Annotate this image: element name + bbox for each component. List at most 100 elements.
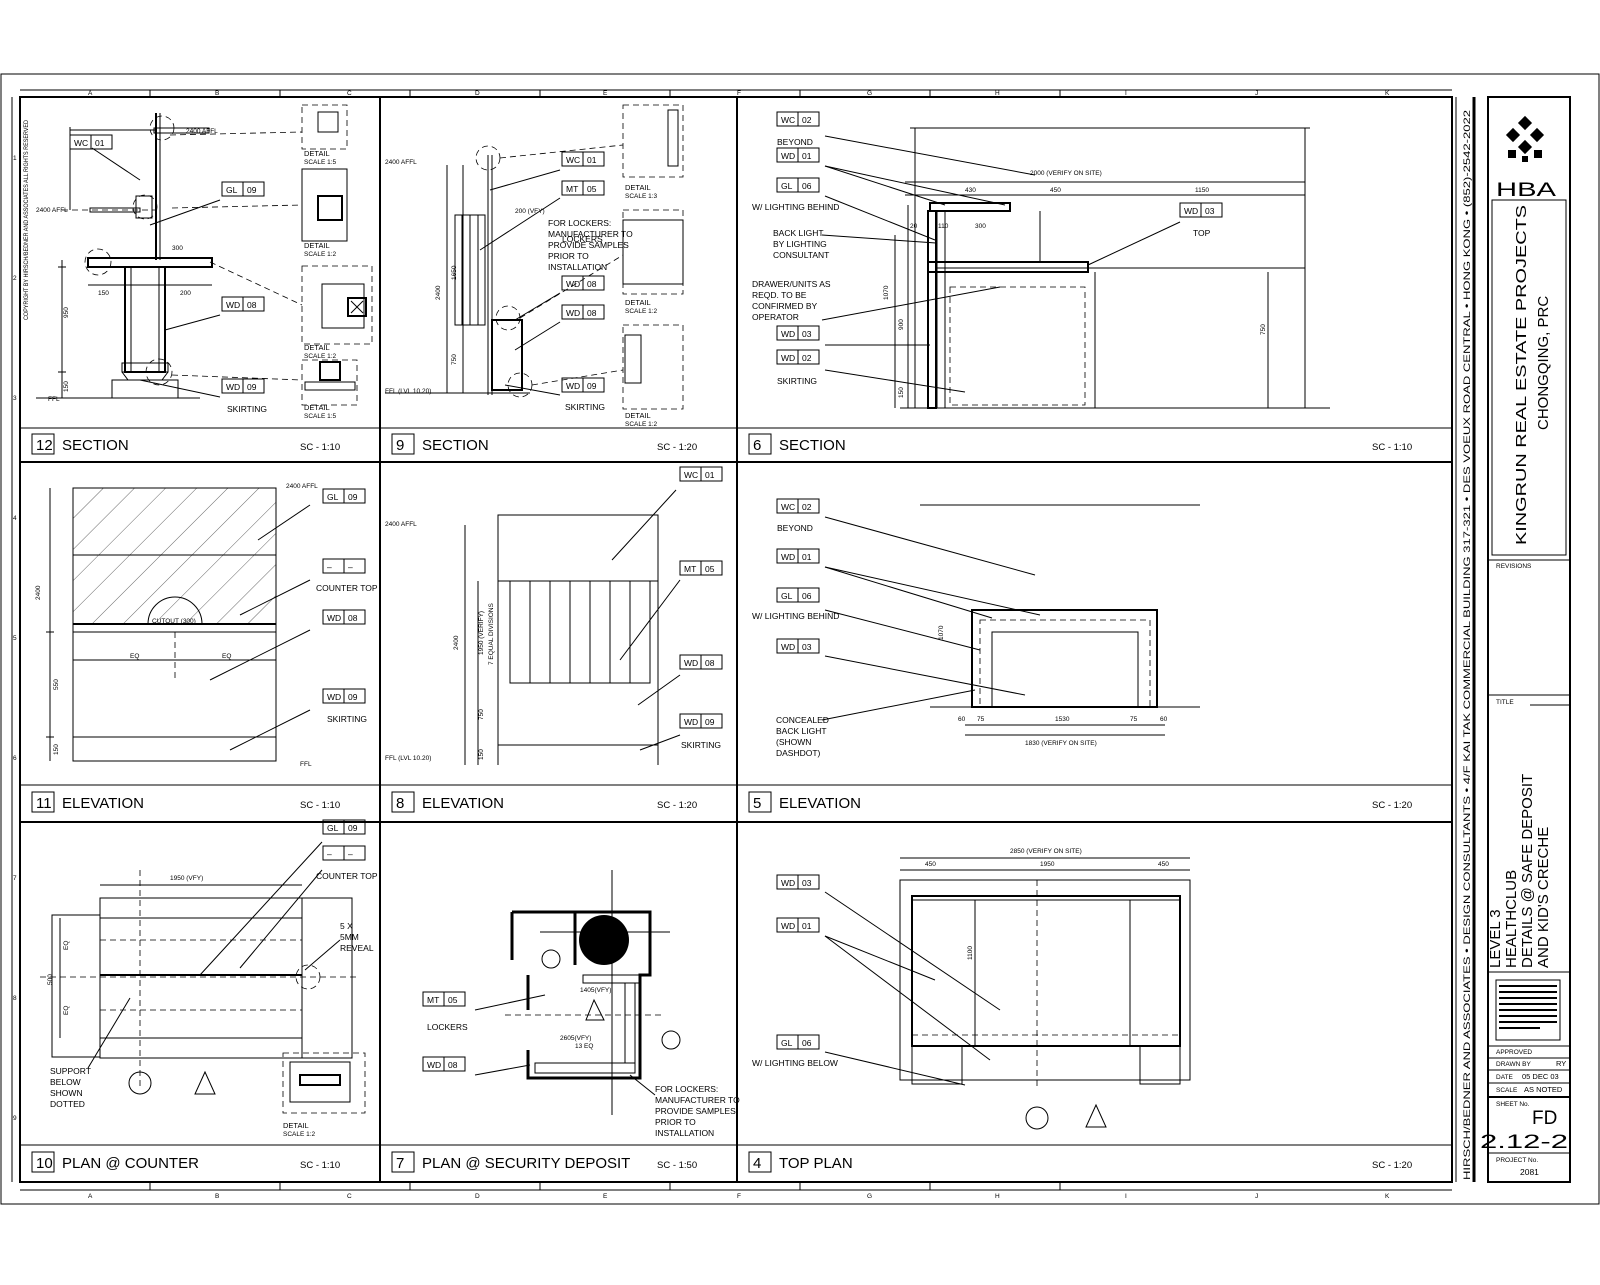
note-concealed-line: CONCEALED bbox=[776, 715, 829, 725]
note-lighting-behind: W/ LIGHTING BEHIND bbox=[752, 611, 839, 621]
svg-text:150: 150 bbox=[898, 387, 905, 398]
tag-number: – bbox=[348, 849, 353, 859]
note-support-line: SHOWN bbox=[50, 1088, 83, 1098]
elevation-5-drawing: 1830 (VERIFY ON SITE) 1530 60 60 75 75 1… bbox=[821, 504, 1200, 747]
note-for-lockers-9-line: FOR LOCKERS: bbox=[548, 218, 611, 228]
panel-scale: SC - 1:10 bbox=[300, 1160, 340, 1171]
svg-text:1100: 1100 bbox=[967, 946, 974, 960]
svg-text:2400 AFFL: 2400 AFFL bbox=[186, 128, 218, 135]
tag-number: 09 bbox=[587, 381, 597, 391]
tag-gl06: GL 06 bbox=[776, 1034, 820, 1050]
detail-label: DETAIL bbox=[625, 298, 651, 307]
dim-label: 150 bbox=[98, 290, 109, 297]
section-6-drawing: 2000 (VERIFY ON SITE) 430 450 1150 300 1… bbox=[821, 127, 1330, 409]
tag-code: GL bbox=[781, 591, 793, 601]
note-concealed-line: (SHOWN bbox=[776, 737, 811, 747]
detail-label: DETAIL bbox=[304, 241, 330, 250]
svg-text:450: 450 bbox=[1158, 861, 1169, 868]
sheet-number: 2.12-2 bbox=[1480, 1132, 1568, 1153]
tag-dash: –– bbox=[322, 845, 366, 861]
tag-code: WC bbox=[566, 155, 580, 165]
detail-label: DETAIL bbox=[304, 149, 330, 158]
panel-title: SECTION bbox=[422, 437, 489, 454]
section-9-drawing: 2400 AFFL FFL (LVL 10.20) 200 (VFY) bbox=[385, 104, 684, 410]
svg-text:2605(VFY): 2605(VFY) bbox=[560, 1035, 591, 1042]
tag-number: 06 bbox=[802, 1038, 812, 1048]
dim-label: 150 bbox=[63, 381, 70, 392]
approved-label: APPROVED bbox=[1496, 1049, 1532, 1056]
grid-ref-K: K bbox=[1385, 90, 1390, 97]
panel-number: 11 bbox=[36, 795, 52, 812]
tag-code: WC bbox=[781, 502, 795, 512]
svg-text:EQ: EQ bbox=[63, 1006, 70, 1015]
detail-scale: SCALE 1:3 bbox=[625, 193, 658, 200]
sheet-title-line: AND KID'S CRECHE bbox=[1535, 827, 1552, 968]
tag-code: WD bbox=[1184, 206, 1198, 216]
drawn-by-label: DRAWN BY bbox=[1496, 1061, 1531, 1068]
project-name: KINGRUN REAL ESTATE PROJECTS bbox=[1513, 205, 1530, 545]
detail-label: DETAIL bbox=[283, 1121, 309, 1130]
note-back-light-line: BY LIGHTING bbox=[773, 239, 827, 249]
panel-number: 6 bbox=[753, 437, 761, 454]
panel-number: 9 bbox=[396, 437, 404, 454]
date-label: DATE bbox=[1496, 1074, 1514, 1081]
panel-number: 5 bbox=[753, 795, 761, 812]
tag-code: GL bbox=[781, 1038, 793, 1048]
grid-ref-row-2: 2 bbox=[13, 275, 17, 282]
panel-title: SECTION bbox=[62, 437, 129, 454]
dim-label: 750 bbox=[451, 354, 458, 365]
tag-number: 08 bbox=[587, 279, 597, 289]
note-lockers: LOCKERS bbox=[427, 1022, 468, 1032]
grid-ref-row-6: 6 bbox=[13, 755, 17, 762]
note-support-line: SUPPORT bbox=[50, 1066, 91, 1076]
tag-number: 02 bbox=[802, 502, 812, 512]
tag-number: 08 bbox=[448, 1060, 458, 1070]
svg-text:CUTOUT (300): CUTOUT (300) bbox=[152, 618, 196, 625]
detail-scale: SCALE 1:2 bbox=[304, 251, 337, 258]
grid-ref-row-8: 8 bbox=[13, 995, 17, 1002]
note-drawer-line: OPERATOR bbox=[752, 312, 799, 322]
panel-title: PLAN @ SECURITY DEPOSIT bbox=[422, 1155, 630, 1172]
svg-text:13 EQ: 13 EQ bbox=[575, 1043, 593, 1050]
panel-number: 4 bbox=[753, 1155, 761, 1172]
svg-text:EQ: EQ bbox=[63, 941, 70, 950]
note-lighting-behind: W/ LIGHTING BEHIND bbox=[752, 202, 839, 212]
grid-ref-C: C bbox=[347, 1193, 352, 1200]
tag-code: MT bbox=[566, 184, 578, 194]
dim-label: 300 bbox=[172, 245, 183, 252]
grid-ref-A: A bbox=[88, 1193, 93, 1200]
grid-ref-row-5: 5 bbox=[13, 635, 17, 642]
tag-number: 02 bbox=[802, 115, 812, 125]
panel-title: ELEVATION bbox=[422, 795, 504, 812]
firm-monogram: HBA bbox=[1496, 180, 1556, 201]
scale-value: AS NOTED bbox=[1524, 1085, 1563, 1094]
svg-text:900: 900 bbox=[898, 319, 905, 330]
panel-title: PLAN @ COUNTER bbox=[62, 1155, 199, 1172]
panel-title: SECTION bbox=[779, 437, 846, 454]
note-drawer-line: DRAWER/UNITS AS bbox=[752, 279, 831, 289]
tag-code: WD bbox=[566, 279, 580, 289]
panel-scale: SC - 1:20 bbox=[1372, 1160, 1412, 1171]
panel-scale: SC - 1:10 bbox=[1372, 442, 1412, 453]
hba-logo-mark bbox=[1505, 115, 1545, 162]
tag-number: 01 bbox=[802, 552, 812, 562]
note-reveal-line: 5 X bbox=[340, 921, 353, 931]
sheet-no-label: SHEET No. bbox=[1496, 1101, 1530, 1108]
